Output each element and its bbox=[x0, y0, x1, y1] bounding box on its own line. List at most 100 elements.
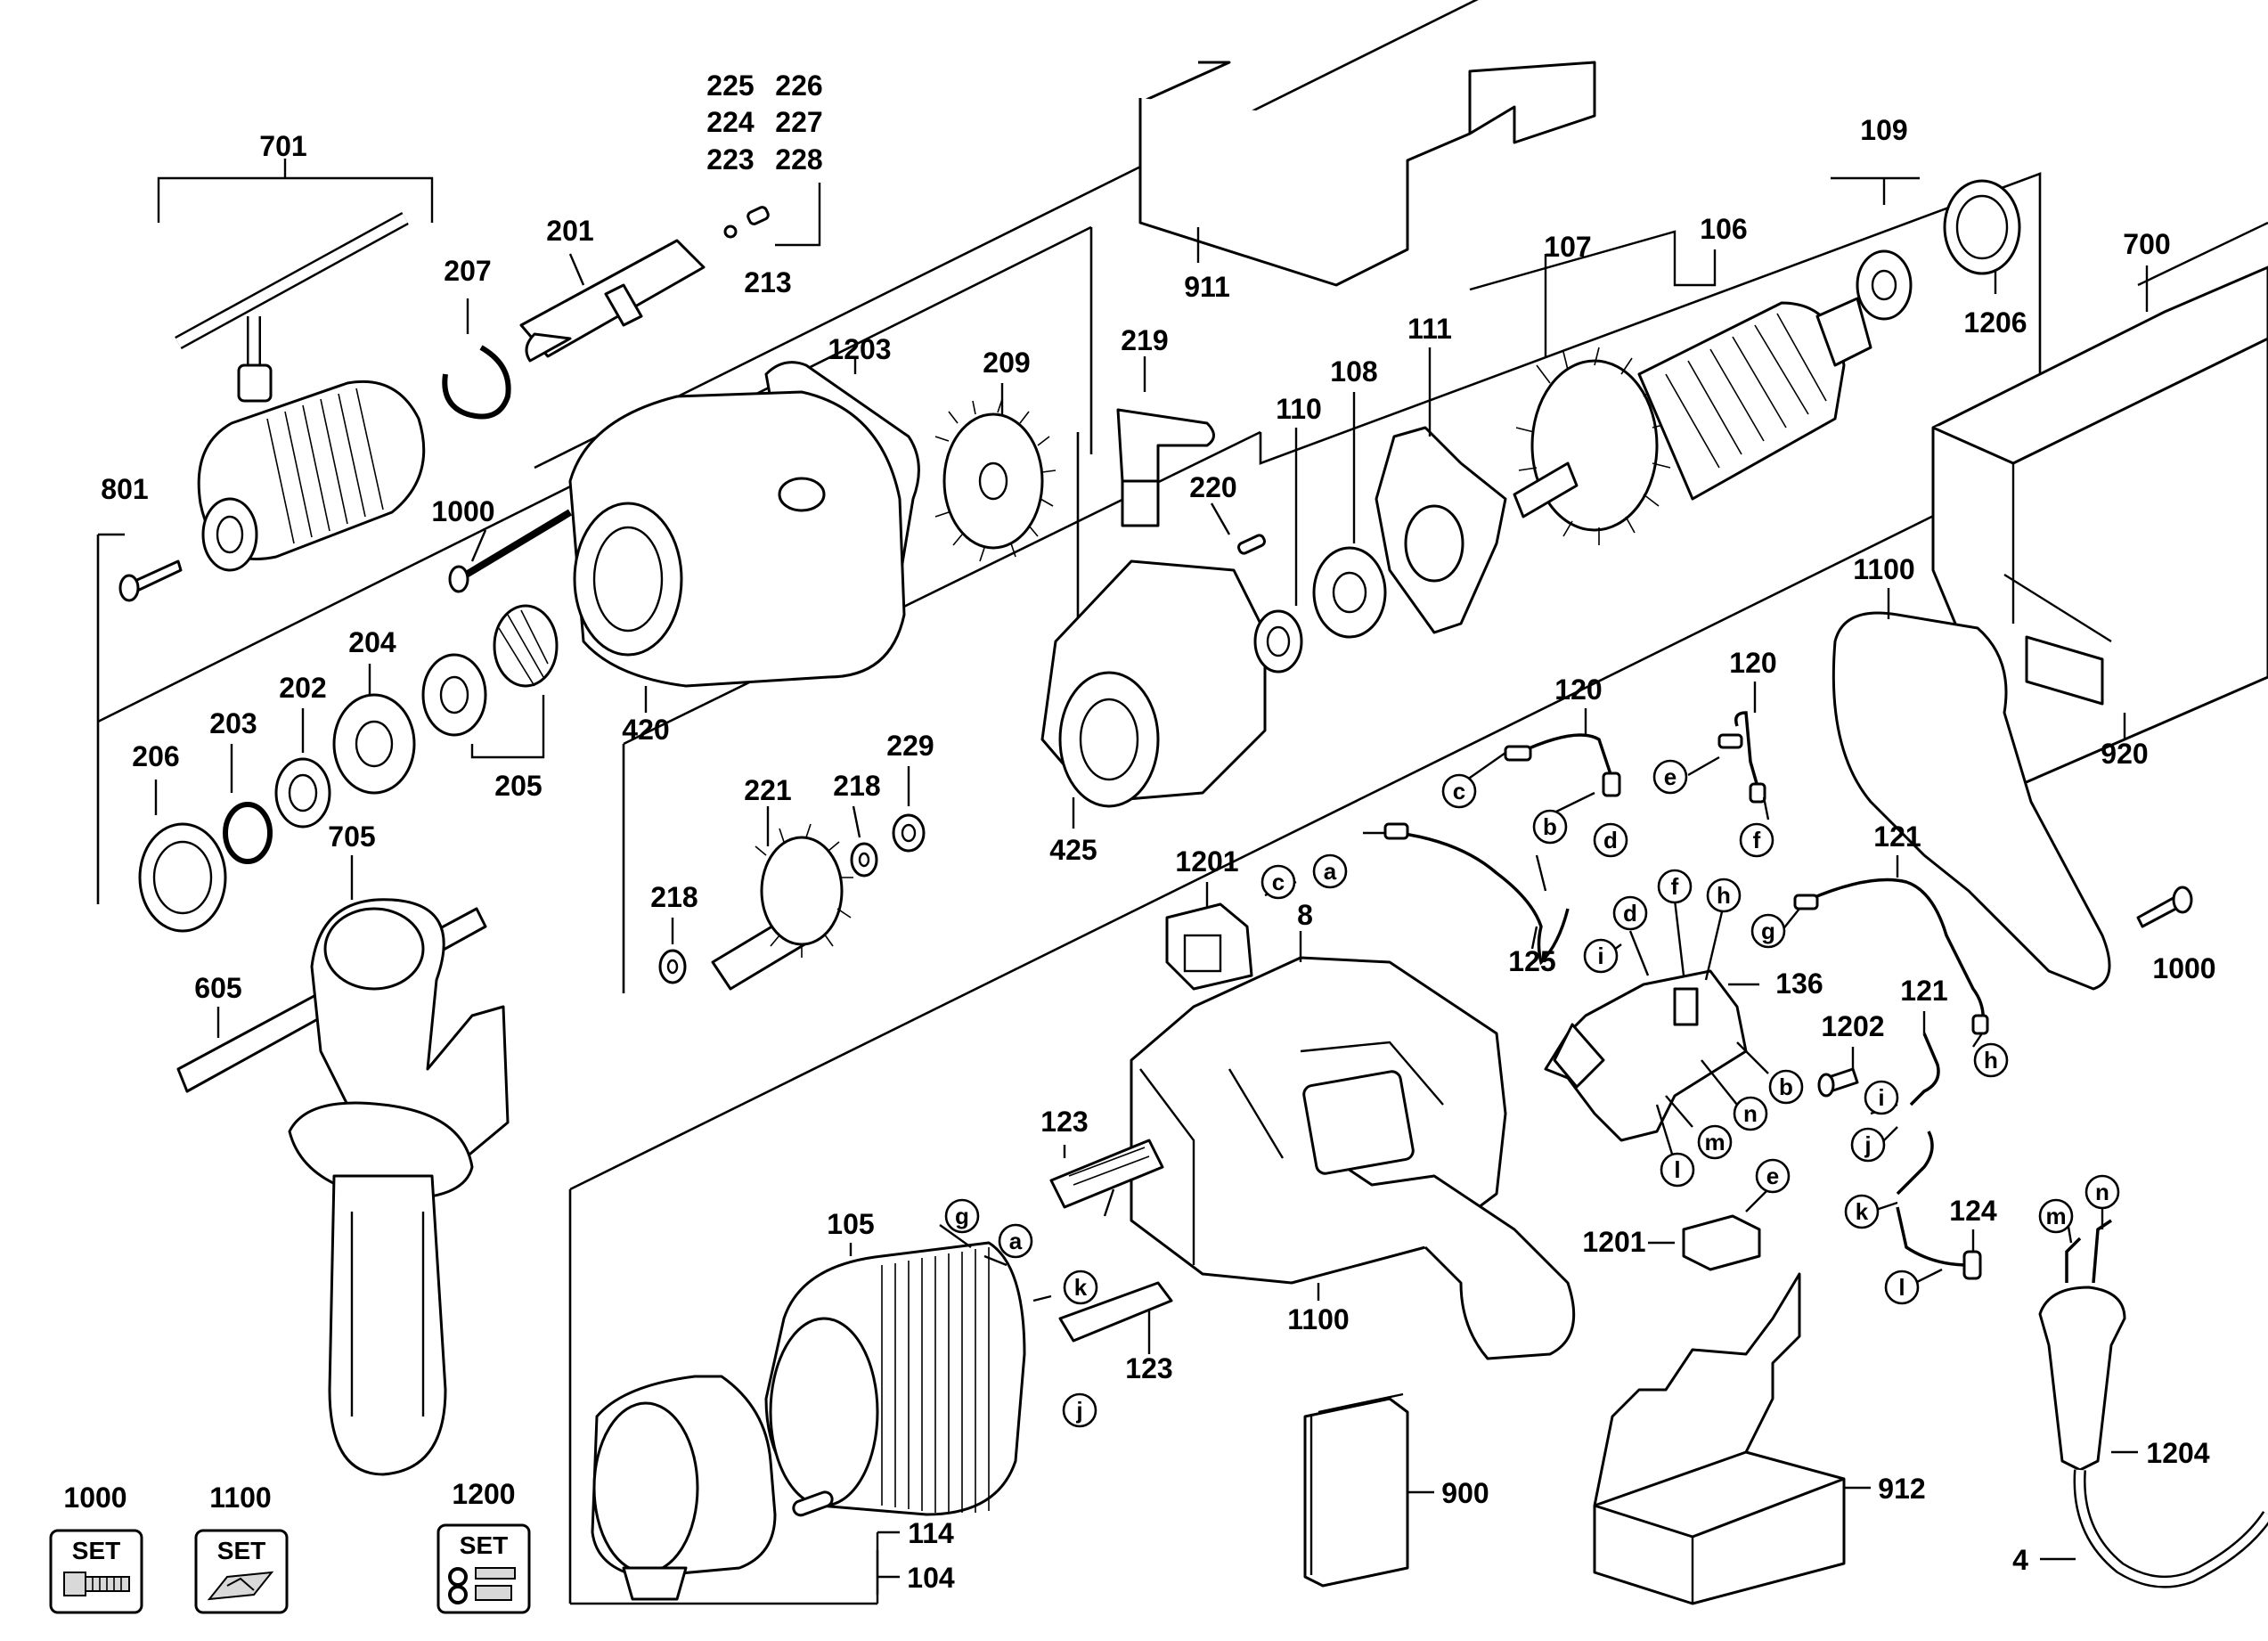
label-225: 225 bbox=[706, 69, 754, 102]
label-set-1100: 1100 bbox=[209, 1482, 271, 1514]
bearing-108 bbox=[1312, 392, 1387, 639]
label-911: 911 bbox=[1184, 271, 1230, 303]
callout-a-upper: a bbox=[1312, 853, 1348, 889]
label-8: 8 bbox=[1297, 899, 1313, 931]
label-207: 207 bbox=[444, 255, 491, 287]
bearing-parts-row bbox=[138, 604, 559, 933]
svg-text:n: n bbox=[2095, 1179, 2109, 1205]
label-218-left: 218 bbox=[650, 881, 698, 913]
label-set-1200: 1200 bbox=[452, 1478, 515, 1510]
svg-text:f: f bbox=[1753, 827, 1761, 853]
svg-text:l: l bbox=[1674, 1156, 1680, 1183]
bearing-110 bbox=[1253, 428, 1303, 674]
label-1100-lower: 1100 bbox=[1287, 1303, 1349, 1335]
svg-text:i: i bbox=[1597, 943, 1603, 969]
carton-912 bbox=[1593, 1272, 1871, 1605]
callout-i-switch: i bbox=[1583, 938, 1619, 974]
switch-knob-219 bbox=[1116, 356, 1215, 527]
gear-209 bbox=[934, 383, 1080, 677]
flange-425 bbox=[1040, 559, 1267, 829]
spindle-201 bbox=[519, 239, 706, 363]
svg-text:l: l bbox=[1898, 1274, 1905, 1301]
label-114: 114 bbox=[908, 1517, 954, 1549]
label-425: 425 bbox=[1049, 834, 1097, 866]
switch-136 bbox=[1544, 969, 1759, 1142]
armature-106-107 bbox=[1469, 230, 1872, 545]
label-920: 920 bbox=[2101, 738, 2148, 770]
label-104: 104 bbox=[907, 1562, 955, 1594]
callout-h-right: h bbox=[1973, 1042, 2009, 1078]
label-801: 801 bbox=[101, 473, 148, 505]
svg-text:g: g bbox=[955, 1203, 969, 1229]
callout-d-switch: d bbox=[1612, 895, 1648, 931]
label-1204: 1204 bbox=[2146, 1437, 2209, 1469]
brush-123 bbox=[1049, 1139, 1173, 1354]
label-218-right: 218 bbox=[833, 770, 880, 802]
label-605: 605 bbox=[194, 972, 241, 1004]
cable-121-upper bbox=[1793, 855, 1989, 1035]
label-1201-top: 1201 bbox=[1175, 845, 1238, 878]
svg-text:d: d bbox=[1603, 827, 1618, 853]
letter-callouts: c d e f b a c g i d f h b n m l e i j k … bbox=[944, 759, 2120, 1428]
svg-text:b: b bbox=[1543, 813, 1557, 840]
svg-text:SET: SET bbox=[72, 1537, 120, 1564]
callout-d-upper: d bbox=[1593, 822, 1628, 858]
callout-m-cord: m bbox=[2038, 1198, 2074, 1234]
callout-b-switch: b bbox=[1768, 1069, 1804, 1105]
label-1201-lower: 1201 bbox=[1582, 1226, 1645, 1258]
gear-shaft-221 bbox=[658, 766, 926, 991]
set-badge-1100: SET bbox=[194, 1529, 289, 1614]
svg-text:e: e bbox=[1766, 1163, 1779, 1189]
label-106: 106 bbox=[1700, 213, 1747, 245]
carry-case-700 bbox=[1931, 221, 2268, 786]
set-badge-1200: SET bbox=[436, 1523, 531, 1614]
label-110: 110 bbox=[1276, 393, 1322, 425]
callout-g-right: g bbox=[1750, 913, 1786, 949]
label-420: 420 bbox=[622, 714, 669, 746]
label-136: 136 bbox=[1775, 967, 1823, 1000]
svg-text:a: a bbox=[1009, 1228, 1023, 1254]
callout-l-right: l bbox=[1884, 1270, 1920, 1305]
label-221: 221 bbox=[744, 774, 791, 806]
baffle-111 bbox=[1375, 347, 1507, 634]
bearing-cap-1206 bbox=[1943, 179, 2021, 294]
label-121-lower: 121 bbox=[1900, 975, 1947, 1007]
pin-220 bbox=[1210, 502, 1266, 555]
svg-text:i: i bbox=[1878, 1084, 1884, 1111]
label-213: 213 bbox=[744, 266, 791, 298]
label-224: 224 bbox=[706, 106, 755, 138]
label-220: 220 bbox=[1189, 471, 1236, 503]
callout-c-lower: c bbox=[1260, 864, 1296, 900]
label-223: 223 bbox=[706, 143, 754, 176]
callout-a-lower: a bbox=[998, 1223, 1033, 1259]
callout-i-right: i bbox=[1864, 1080, 1899, 1115]
svg-text:j: j bbox=[1075, 1397, 1082, 1424]
svg-text:m: m bbox=[1704, 1129, 1725, 1155]
label-701: 701 bbox=[259, 130, 306, 162]
svg-text:d: d bbox=[1623, 900, 1637, 927]
svg-text:c: c bbox=[1272, 869, 1285, 895]
motor-housing-8 bbox=[1130, 931, 1576, 1360]
callout-k-lower: k bbox=[1063, 1270, 1098, 1305]
callout-k-right: k bbox=[1844, 1194, 1880, 1229]
label-105: 105 bbox=[827, 1208, 874, 1240]
side-handle-705 bbox=[176, 855, 510, 1476]
label-219: 219 bbox=[1121, 324, 1168, 356]
label-123-upper: 123 bbox=[1040, 1106, 1088, 1138]
callout-c-upper: c bbox=[1441, 773, 1477, 809]
cable-125 bbox=[1383, 822, 1570, 966]
svg-text:a: a bbox=[1324, 858, 1337, 885]
callout-l-switch: l bbox=[1660, 1152, 1695, 1188]
screw-1000-top bbox=[448, 509, 573, 593]
callout-f-upper: f bbox=[1739, 822, 1774, 858]
label-209: 209 bbox=[983, 347, 1030, 379]
svg-text:k: k bbox=[1856, 1198, 1869, 1225]
label-120-right: 120 bbox=[1729, 647, 1776, 679]
label-201: 201 bbox=[546, 215, 593, 247]
label-1203: 1203 bbox=[828, 333, 891, 365]
set-badges: 1000 SET 1100 SET 1200 SET bbox=[49, 1478, 531, 1614]
end-cap-104 bbox=[591, 1375, 777, 1601]
svg-text:SET: SET bbox=[460, 1531, 508, 1559]
